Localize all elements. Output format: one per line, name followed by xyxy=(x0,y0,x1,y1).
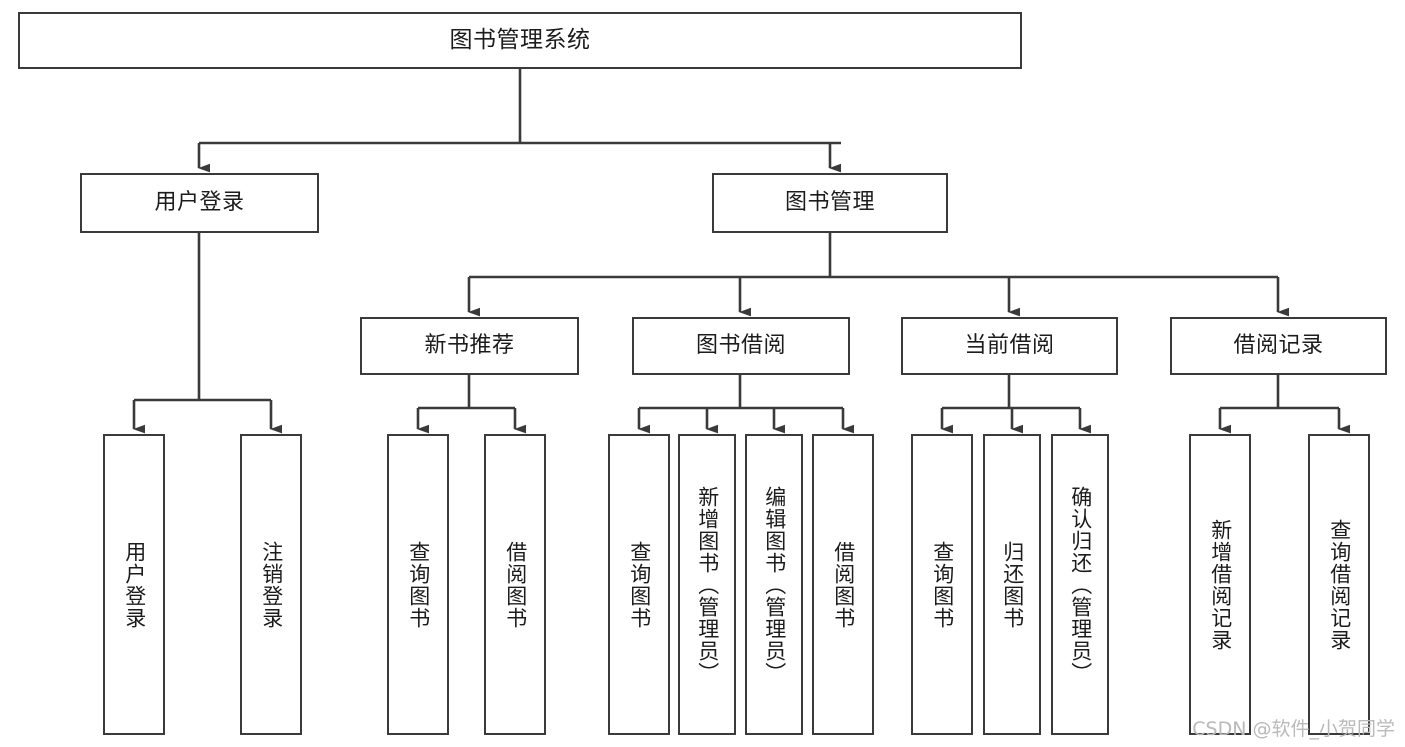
node-book-manage-label: 图书管理 xyxy=(784,190,875,216)
node-leaf-query-book-3[interactable]: 查询图书 xyxy=(911,434,973,735)
node-leaf-query-record-label: 查询借阅记录 xyxy=(1327,518,1352,651)
node-leaf-add-record-label: 新增借阅记录 xyxy=(1208,518,1233,651)
csdn-watermark: CSDN @软件_小贺同学 xyxy=(1192,718,1395,740)
node-leaf-return-book-label: 归还图书 xyxy=(1000,540,1025,629)
node-leaf-query-book-2-label: 查询图书 xyxy=(627,540,652,629)
node-current-borrow[interactable]: 当前借阅 xyxy=(901,317,1118,375)
node-leaf-user-login-label: 用户登录 xyxy=(122,540,147,629)
node-leaf-borrow-book-2-label: 借阅图书 xyxy=(831,540,856,629)
node-user-login-label: 用户登录 xyxy=(154,190,245,216)
node-leaf-return-book[interactable]: 归还图书 xyxy=(983,434,1041,735)
node-root-label: 图书管理系统 xyxy=(449,26,591,53)
node-leaf-add-book-label: 新增图书（管理员） xyxy=(695,485,720,684)
node-book-manage[interactable]: 图书管理 xyxy=(712,173,948,233)
node-leaf-user-logout[interactable]: 注销登录 xyxy=(240,434,302,735)
node-leaf-edit-book[interactable]: 编辑图书（管理员） xyxy=(745,434,803,735)
node-leaf-borrow-book-2[interactable]: 借阅图书 xyxy=(812,434,874,735)
node-current-borrow-label: 当前借阅 xyxy=(964,333,1055,359)
node-leaf-borrow-book-1-label: 借阅图书 xyxy=(503,540,528,629)
node-leaf-query-book-3-label: 查询图书 xyxy=(930,540,955,629)
node-leaf-query-book-1-label: 查询图书 xyxy=(406,540,431,629)
node-leaf-borrow-book-1[interactable]: 借阅图书 xyxy=(484,434,546,735)
node-root[interactable]: 图书管理系统 xyxy=(18,12,1022,69)
node-leaf-query-record[interactable]: 查询借阅记录 xyxy=(1308,434,1370,735)
node-new-book-rec[interactable]: 新书推荐 xyxy=(360,317,579,375)
node-book-borrow[interactable]: 图书借阅 xyxy=(632,317,850,375)
node-borrow-record-label: 借阅记录 xyxy=(1233,333,1324,359)
node-leaf-confirm-return[interactable]: 确认归还（管理员） xyxy=(1051,434,1109,735)
node-leaf-user-logout-label: 注销登录 xyxy=(259,540,284,629)
node-leaf-query-book-1[interactable]: 查询图书 xyxy=(387,434,449,735)
node-leaf-confirm-return-label: 确认归还（管理员） xyxy=(1068,485,1093,684)
node-leaf-query-book-2[interactable]: 查询图书 xyxy=(608,434,670,735)
node-user-login[interactable]: 用户登录 xyxy=(80,173,319,233)
node-leaf-add-record[interactable]: 新增借阅记录 xyxy=(1189,434,1251,735)
node-leaf-add-book[interactable]: 新增图书（管理员） xyxy=(678,434,736,735)
node-borrow-record[interactable]: 借阅记录 xyxy=(1170,317,1387,375)
node-leaf-edit-book-label: 编辑图书（管理员） xyxy=(762,485,787,684)
node-book-borrow-label: 图书借阅 xyxy=(695,333,786,359)
node-leaf-user-login[interactable]: 用户登录 xyxy=(103,434,165,735)
node-new-book-rec-label: 新书推荐 xyxy=(424,333,515,359)
